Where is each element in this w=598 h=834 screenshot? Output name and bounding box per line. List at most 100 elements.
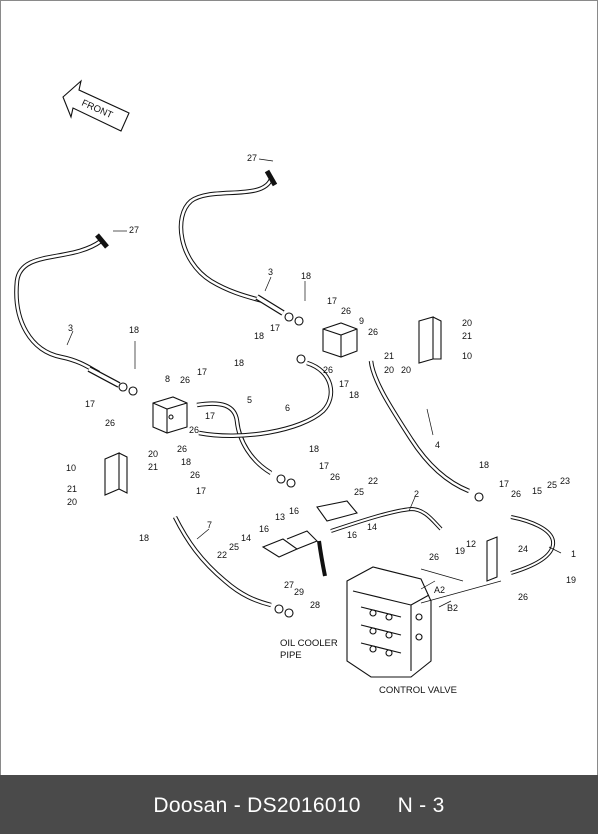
part-label: 20 (462, 318, 472, 328)
valve-block-8 (152, 396, 188, 434)
part-label: 14 (367, 522, 377, 532)
part-label: 22 (217, 550, 227, 560)
part-label: 18 (234, 358, 244, 368)
part-label: 4 (435, 440, 440, 450)
part-label: 24 (518, 544, 528, 554)
part-label: 18 (309, 444, 319, 454)
hose-3-top (178, 169, 304, 326)
hose-6 (198, 354, 334, 438)
part-label: 26 (189, 425, 199, 435)
control-valve-label: CONTROL VALVE (379, 685, 457, 696)
part-label: 5 (247, 395, 252, 405)
hose-7 (172, 515, 294, 618)
oil-cooler-label: OIL COOLER (280, 638, 338, 649)
part-label: 26 (341, 306, 351, 316)
part-label: 26 (105, 418, 115, 428)
part-label: 27 (284, 580, 294, 590)
part-label: 20 (401, 365, 411, 375)
pipe-2 (317, 506, 443, 577)
part-label: 29 (294, 587, 304, 597)
bracket-10-right (418, 316, 442, 364)
leader-lines (66, 158, 562, 608)
part-label: 27 (129, 225, 139, 235)
control-valve (346, 566, 432, 678)
footer-bar: Doosan - DS2016010 N - 3 (0, 775, 598, 834)
part-label: 26 (368, 327, 378, 337)
part-label: 18 (301, 271, 311, 281)
part-label: 18 (479, 460, 489, 470)
part-label: 17 (85, 399, 95, 409)
part-label: 10 (66, 463, 76, 473)
part-number-labels: 27 27 3 18 3 18 17 26 9 26 17 18 20 21 2… (66, 153, 576, 613)
part-label: 7 (207, 520, 212, 530)
part-label: 15 (532, 486, 542, 496)
part-label: 26 (323, 365, 333, 375)
part-label: 28 (310, 600, 320, 610)
part-label: 14 (241, 533, 251, 543)
oil-cooler-label: PIPE (280, 650, 302, 661)
part-label: 16 (259, 524, 269, 534)
pipe-1 (510, 515, 556, 575)
part-label: 17 (197, 367, 207, 377)
part-label: 25 (354, 487, 364, 497)
front-arrow (62, 79, 130, 132)
part-label: 17 (499, 479, 509, 489)
part-label: 17 (270, 323, 280, 333)
part-label: 26 (330, 472, 340, 482)
part-label: 1 (571, 549, 576, 559)
part-label: 20 (384, 365, 394, 375)
valve-block-9 (322, 322, 358, 358)
part-label: A2 (434, 585, 445, 595)
part-label: 18 (139, 533, 149, 543)
part-label: 16 (347, 530, 357, 540)
part-label: 22 (368, 476, 378, 486)
bracket-12 (486, 536, 498, 582)
part-label: B2 (447, 603, 458, 613)
bracket-10-left (104, 452, 128, 496)
part-label: 27 (247, 153, 257, 163)
part-label: 13 (275, 512, 285, 522)
part-label: 18 (181, 457, 191, 467)
part-label: 17 (196, 486, 206, 496)
part-label: 18 (349, 390, 359, 400)
part-label: 26 (190, 470, 200, 480)
part-label: 17 (339, 379, 349, 389)
part-label: 21 (462, 331, 472, 341)
part-label: 18 (129, 325, 139, 335)
part-label: 17 (319, 461, 329, 471)
part-label: 26 (518, 592, 528, 602)
part-label: 6 (285, 403, 290, 413)
footer-caption: Doosan - DS2016010 N - 3 (153, 794, 445, 817)
part-label: 26 (180, 375, 190, 385)
hose-5 (196, 401, 296, 488)
hydraulic-hose-diagram: FRONT 27 27 3 18 3 18 17 26 9 26 17 18 2… (14, 79, 576, 696)
hose-3-left (14, 233, 138, 396)
part-label: 21 (67, 484, 77, 494)
part-label: 25 (229, 542, 239, 552)
part-label: 17 (327, 296, 337, 306)
part-label: 3 (268, 267, 273, 277)
clamp-assembly (261, 500, 358, 558)
part-label: 21 (384, 351, 394, 361)
part-label: 9 (359, 316, 364, 326)
part-label: 26 (177, 444, 187, 454)
part-label: 20 (67, 497, 77, 507)
part-label: 19 (455, 546, 465, 556)
part-label: 10 (462, 351, 472, 361)
part-label: 3 (68, 323, 73, 333)
part-label: 25 (547, 480, 557, 490)
part-label: 16 (289, 506, 299, 516)
part-label: 2 (414, 489, 419, 499)
part-label: 26 (429, 552, 439, 562)
part-label: 8 (165, 374, 170, 384)
front-label: FRONT (80, 98, 115, 121)
part-label: 12 (466, 539, 476, 549)
part-label: 19 (566, 575, 576, 585)
hose-4 (368, 360, 484, 502)
part-label: 21 (148, 462, 158, 472)
part-label: 20 (148, 449, 158, 459)
part-label: 18 (254, 331, 264, 341)
part-label: 17 (205, 411, 215, 421)
part-label: 26 (511, 489, 521, 499)
